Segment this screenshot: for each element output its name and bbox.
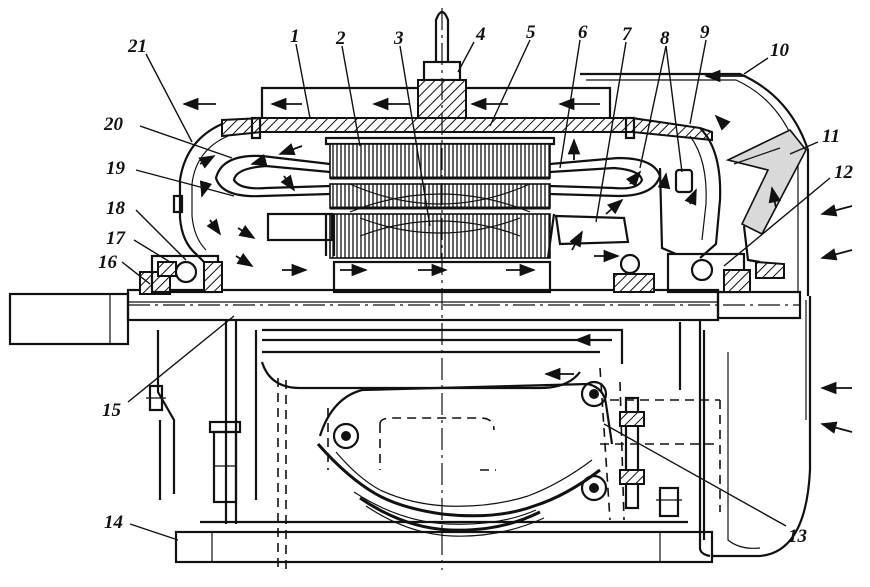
callout-15: 15 — [102, 400, 122, 421]
left-bearing — [139, 254, 223, 295]
callout-9: 9 — [700, 22, 710, 43]
mounting-foot — [174, 520, 714, 564]
callout-14: 14 — [104, 512, 123, 533]
callout-4: 4 — [475, 24, 486, 45]
foot-bolts — [146, 384, 682, 518]
callout-leaders — [121, 39, 831, 541]
callout-8: 8 — [660, 28, 670, 49]
callout-13: 13 — [788, 526, 807, 547]
callout-19: 19 — [106, 158, 126, 179]
callout-16: 16 — [98, 252, 118, 273]
callout-labels: 1 2 3 4 5 6 7 8 9 10 11 12 13 14 15 16 1… — [98, 22, 854, 547]
callout-1: 1 — [290, 26, 300, 47]
callout-3: 3 — [393, 28, 404, 49]
callout-10: 10 — [770, 40, 790, 61]
callout-21: 21 — [127, 36, 147, 57]
left-end-shield — [172, 122, 229, 263]
callout-17: 17 — [106, 228, 127, 249]
airflow-arrows — [182, 69, 853, 434]
callout-2: 2 — [335, 28, 346, 49]
center-lines — [128, 8, 800, 570]
frame-housing — [221, 86, 713, 142]
fan-blade — [725, 129, 807, 279]
callout-5: 5 — [526, 22, 536, 43]
callout-20: 20 — [103, 114, 124, 135]
right-end-shield — [658, 127, 722, 259]
callout-18: 18 — [106, 198, 126, 219]
callout-6: 6 — [578, 22, 588, 43]
stator-core — [324, 136, 556, 259]
callout-7: 7 — [622, 24, 633, 45]
callout-11: 11 — [822, 126, 840, 147]
right-bearing — [613, 252, 751, 294]
terminal-box — [316, 380, 645, 537]
shaft — [8, 288, 802, 346]
callout-12: 12 — [834, 162, 854, 183]
lower-housing — [156, 320, 721, 572]
